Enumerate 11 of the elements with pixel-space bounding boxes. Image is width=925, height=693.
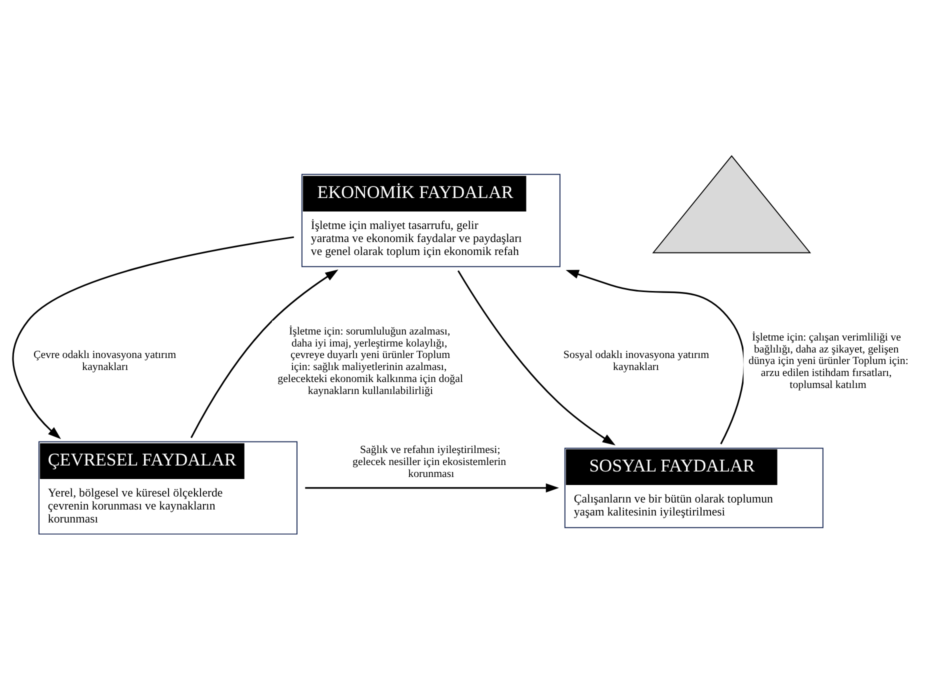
edge-label: Çevre odaklı inovasyona yatırım kaynakları [34, 348, 176, 373]
edge-label: Sosyal odaklı inovasyona yatırım kaynakları [563, 348, 710, 373]
arrow [458, 270, 616, 445]
edge-label: Sağlık ve refahın iyileştirilmesi; gelecek nesiller için ekosistemlerin korunması [352, 443, 506, 480]
arrow [305, 482, 560, 492]
arrow [566, 269, 745, 444]
edge-label: İşletme için: sorumluluğun azalması, daha iyi imaj, yerleştirme kolaylığı, çevreye duyarlı yeni ürünler Toplum için: sağlık maliyetlerinin azalması, gelecekteki ekonomik kalkınma için doğal kaynakların kullanılabilirliği [278, 324, 463, 396]
node-triangle [652, 154, 812, 253]
arrow [12, 236, 294, 439]
edge-label: İşletme için: çalışan verimliliği ve bağlılığı, daha az şikayet, gelişen dünya için yeni ürünler Toplum için: arzu edilen istihdam fırsatları, toplumsal katılım [748, 330, 908, 390]
arrow [190, 269, 338, 438]
